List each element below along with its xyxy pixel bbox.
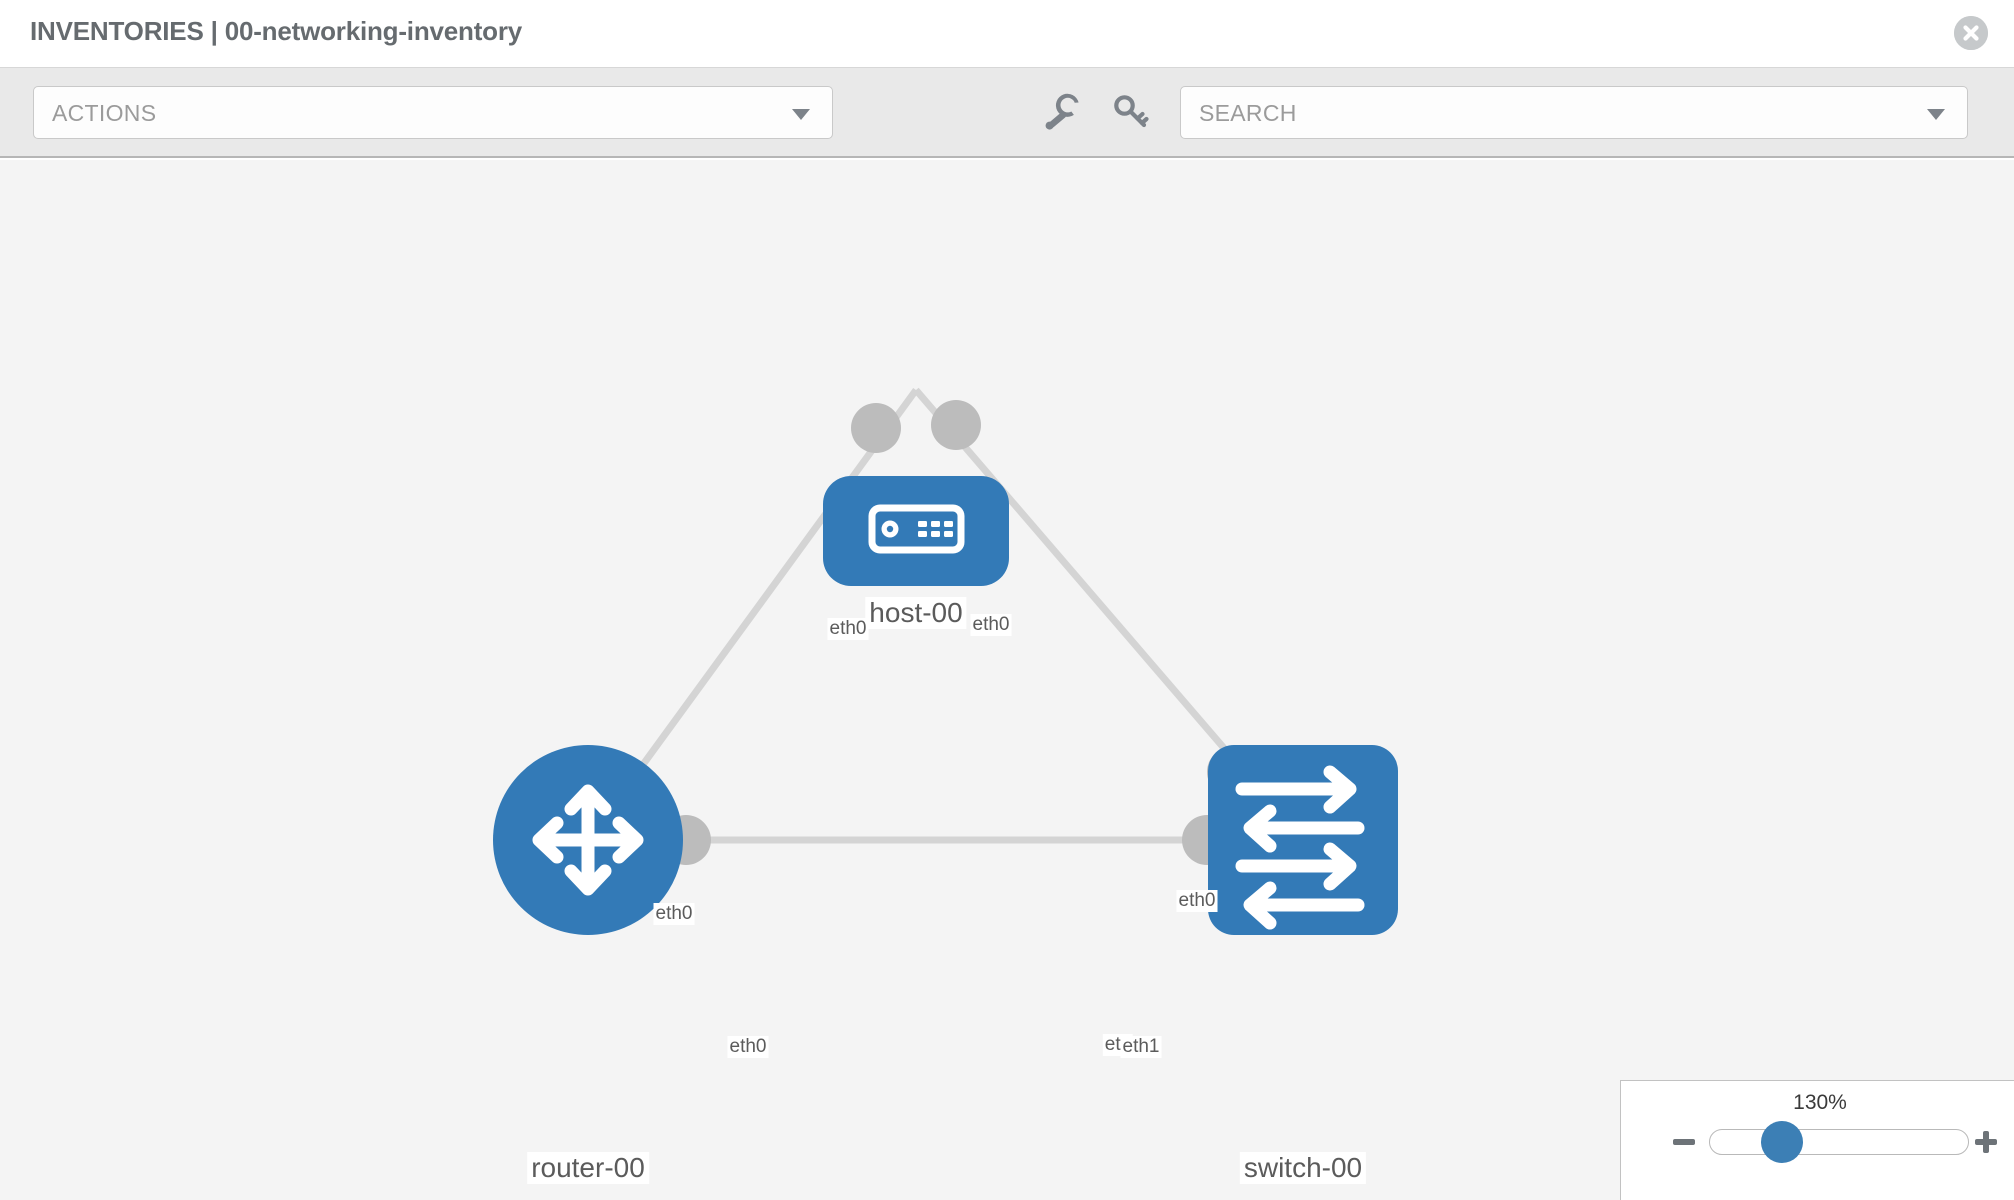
server-appliance-icon [868,504,965,554]
switch-arrows-icon [1235,765,1365,930]
connectors-layer [661,400,1257,865]
iface-label: eth0 [970,614,1012,636]
router-arrows-icon [532,784,644,896]
close-icon[interactable] [1954,16,1988,50]
search-input[interactable]: SEARCH [1180,86,1968,139]
actions-dropdown-label: ACTIONS [52,100,157,126]
zoom-slider-track[interactable] [1709,1129,1969,1155]
plus-icon[interactable] [1973,1129,1999,1160]
chevron-down-icon[interactable] [1927,109,1945,120]
zoom-control-panel: 130% [1620,1080,2014,1200]
node-label-switch-00: switch-00 [1239,1152,1367,1184]
connector-host00-left [851,403,901,453]
key-icon[interactable] [1110,90,1152,134]
node-host-00[interactable] [823,476,1009,586]
iface-label: eth0 [1176,890,1218,912]
toolbar: ACTIONS SEARC [0,68,2014,158]
page-title: INVENTORIES | 00-networking-inventory [30,16,523,46]
topology-canvas[interactable]: host-00 router-00 switch-00 eth0 eth0 et… [0,160,2014,1200]
node-label-host-00: host-00 [865,597,967,629]
zoom-level-value: 130% [1793,1091,1847,1114]
iface-label: eth0 [727,1036,769,1058]
actions-dropdown[interactable]: ACTIONS [33,86,833,139]
node-label-router-00: router-00 [527,1152,649,1184]
page-header: INVENTORIES | 00-networking-inventory [0,0,2014,68]
wrench-icon[interactable] [1041,90,1083,134]
iface-label: eth0 [827,618,869,640]
chevron-down-icon [792,109,810,120]
topology-graph [493,387,1398,935]
zoom-slider-handle[interactable] [1761,1121,1803,1163]
minus-icon[interactable] [1671,1129,1697,1160]
search-placeholder: SEARCH [1199,100,1297,126]
node-switch-00[interactable] [1208,745,1398,935]
connector-host00-right [931,400,981,450]
iface-label: eth0 [653,903,695,925]
iface-label: eth1 [1120,1036,1162,1058]
node-router-00[interactable] [493,745,683,935]
